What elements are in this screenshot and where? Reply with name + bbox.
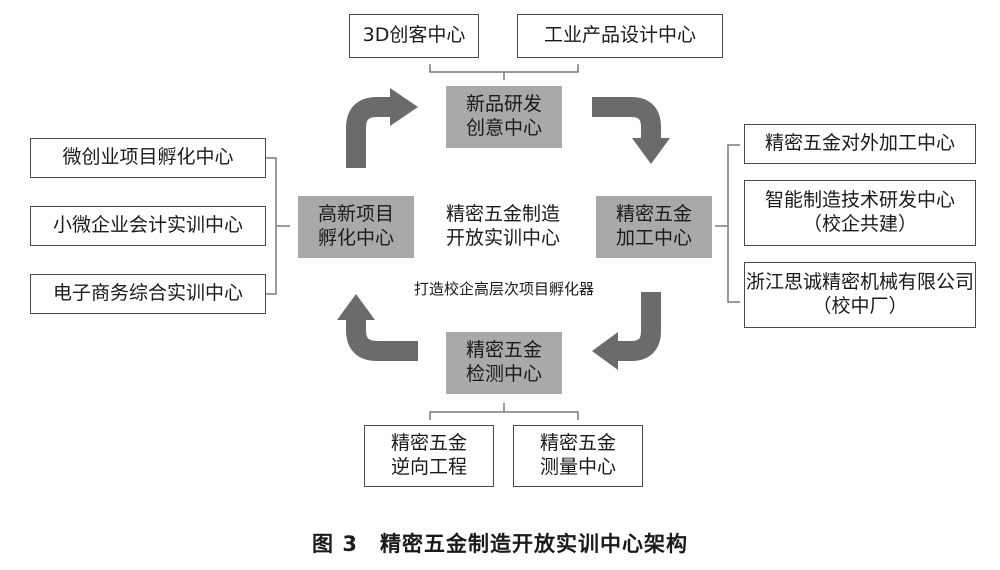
center-title: 精密五金制造 开放实训中心 — [420, 196, 586, 258]
right-box-sicheng-company: 浙江思诚精密机械有限公司 （校中厂） — [744, 262, 976, 328]
bracket-left — [266, 157, 290, 295]
bottom-box-line-2: 逆向工程 — [390, 456, 467, 478]
right-box-smart-manufacturing-rd: 智能制造技术研发中心 （校企共建） — [744, 180, 976, 246]
right-box-external-machining: 精密五金对外加工中心 — [744, 124, 976, 164]
right-box-line-1: 精密五金对外加工中心 — [764, 132, 955, 155]
arrow-bottom-right-head — [592, 332, 618, 370]
bottom-box-line-1: 精密五金 — [539, 432, 616, 455]
bottom-box-reverse-engineering: 精密五金 逆向工程 — [364, 425, 494, 487]
arrow-bottom-right — [616, 292, 661, 361]
center-line-2: 开放实训中心 — [445, 227, 560, 249]
bracket-bottom — [429, 403, 579, 420]
arrow-bottom-left — [346, 318, 418, 361]
core-box-hitech-incubation: 高新项目 孵化中心 — [298, 196, 414, 258]
top-box-product-design: 工业产品设计中心 — [517, 14, 723, 58]
figure-caption: 图 3 精密五金制造开放实训中心架构 — [312, 532, 688, 556]
left-box-label: 微创业项目孵化中心 — [62, 146, 234, 169]
core-box-machining: 精密五金 加工中心 — [596, 196, 712, 258]
right-box-line-2: （校企共建） — [802, 213, 917, 235]
bottom-box-line-1: 精密五金 — [390, 432, 467, 455]
core-box-inspection: 精密五金 检测中心 — [446, 332, 562, 394]
arrow-top-right-head — [632, 138, 670, 164]
arrow-top-right — [592, 97, 661, 140]
bottom-box-measurement: 精密五金 测量中心 — [513, 425, 643, 487]
top-box-label: 工业产品设计中心 — [543, 24, 696, 47]
bracket-top — [429, 64, 579, 80]
right-box-line-1: 浙江思诚精密机械有限公司 — [745, 271, 974, 294]
left-box-ecommerce-training: 电子商务综合实训中心 — [30, 274, 266, 314]
bracket-right — [715, 144, 740, 303]
core-line-1: 高新项目 — [317, 203, 394, 226]
core-line-2: 检测中心 — [465, 363, 542, 385]
core-line-1: 精密五金 — [465, 339, 542, 362]
left-box-label: 电子商务综合实训中心 — [52, 282, 243, 305]
core-line-2: 加工中心 — [615, 227, 692, 249]
arrow-top-left — [346, 97, 392, 168]
core-box-product-rd: 新品研发 创意中心 — [446, 86, 562, 148]
bottom-box-line-2: 测量中心 — [539, 456, 616, 478]
top-box-3d-maker: 3D创客中心 — [349, 14, 479, 58]
core-line-2: 创意中心 — [465, 117, 542, 139]
left-box-label: 小微企业会计实训中心 — [52, 214, 243, 237]
left-box-accounting-training: 小微企业会计实训中心 — [30, 206, 266, 246]
arrow-top-left-head — [390, 88, 418, 126]
right-box-line-1: 智能制造技术研发中心 — [764, 189, 955, 212]
core-line-1: 精密五金 — [615, 203, 692, 226]
center-line-1: 精密五金制造 — [445, 203, 560, 226]
arrow-bottom-left-head — [337, 294, 375, 320]
core-line-1: 新品研发 — [465, 93, 542, 116]
tagline: 打造校企高层次项目孵化器 — [413, 280, 594, 298]
right-box-line-2: （校中厂） — [812, 295, 908, 317]
top-box-label: 3D创客中心 — [362, 24, 466, 47]
left-box-startup-incubation: 微创业项目孵化中心 — [30, 138, 266, 178]
core-line-2: 孵化中心 — [317, 227, 394, 249]
